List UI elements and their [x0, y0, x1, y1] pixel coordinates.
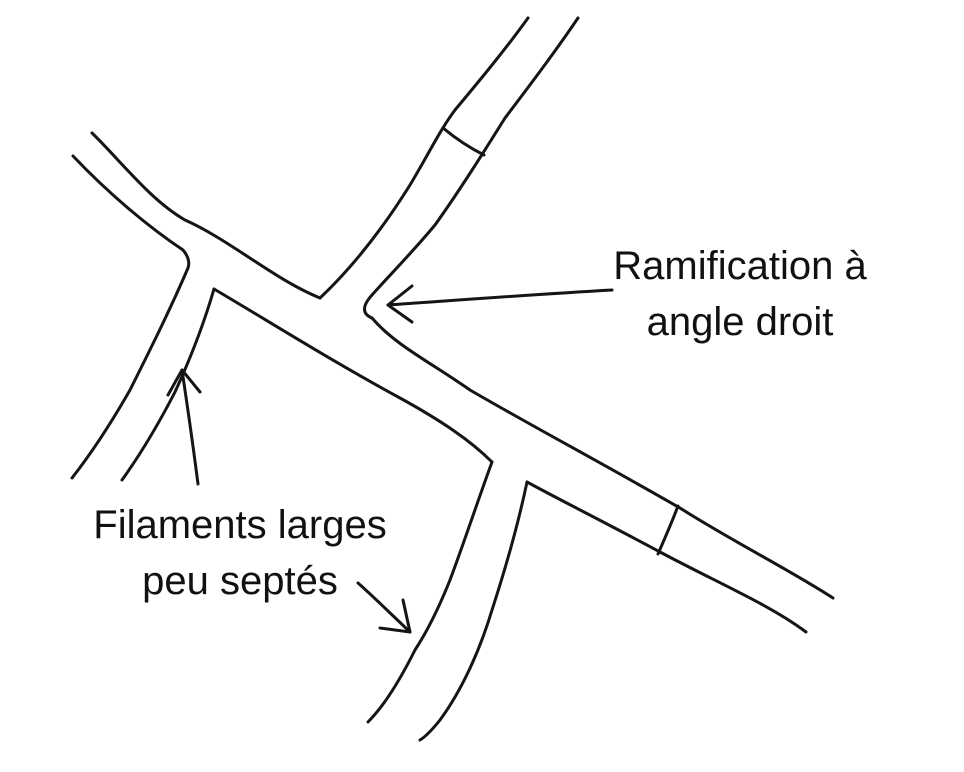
upper-branch-septum [441, 126, 486, 157]
main-hypha-upper-edge [90, 131, 322, 300]
left-branch-left-edge [70, 266, 190, 480]
filaments-arrow-head-left [166, 368, 202, 397]
main-hypha-lower-edge-middle [212, 287, 494, 464]
ramification-arrow-shaft [386, 288, 614, 307]
main-hypha-septum [656, 504, 680, 556]
ramification-label-line2: angle droit [646, 300, 834, 344]
filaments-arrow-shaft-right [356, 581, 412, 634]
right-branch-right-edge [418, 480, 529, 742]
filaments-label-line2: peu septés [142, 559, 338, 603]
filaments-arrow-shaft-left [180, 368, 200, 486]
ramification-arrow-head [386, 284, 414, 324]
filaments-label-line1: Filaments larges [93, 503, 387, 547]
upper-branch-left-edge [318, 16, 530, 300]
ramification-label-line1: Ramification à [613, 244, 867, 288]
upper-branch-right-edge [363, 16, 580, 320]
filaments-label: Filaments larges peu septés [70, 497, 410, 609]
ramification-label: Ramification à angle droit [590, 238, 890, 350]
main-hypha-upper-edge-right [370, 316, 835, 600]
left-branch-right-edge [120, 287, 216, 482]
main-hypha-lower-edge-left [71, 154, 191, 270]
right-branch-left-edge [366, 460, 494, 724]
filaments-arrow-head-right [378, 598, 412, 634]
